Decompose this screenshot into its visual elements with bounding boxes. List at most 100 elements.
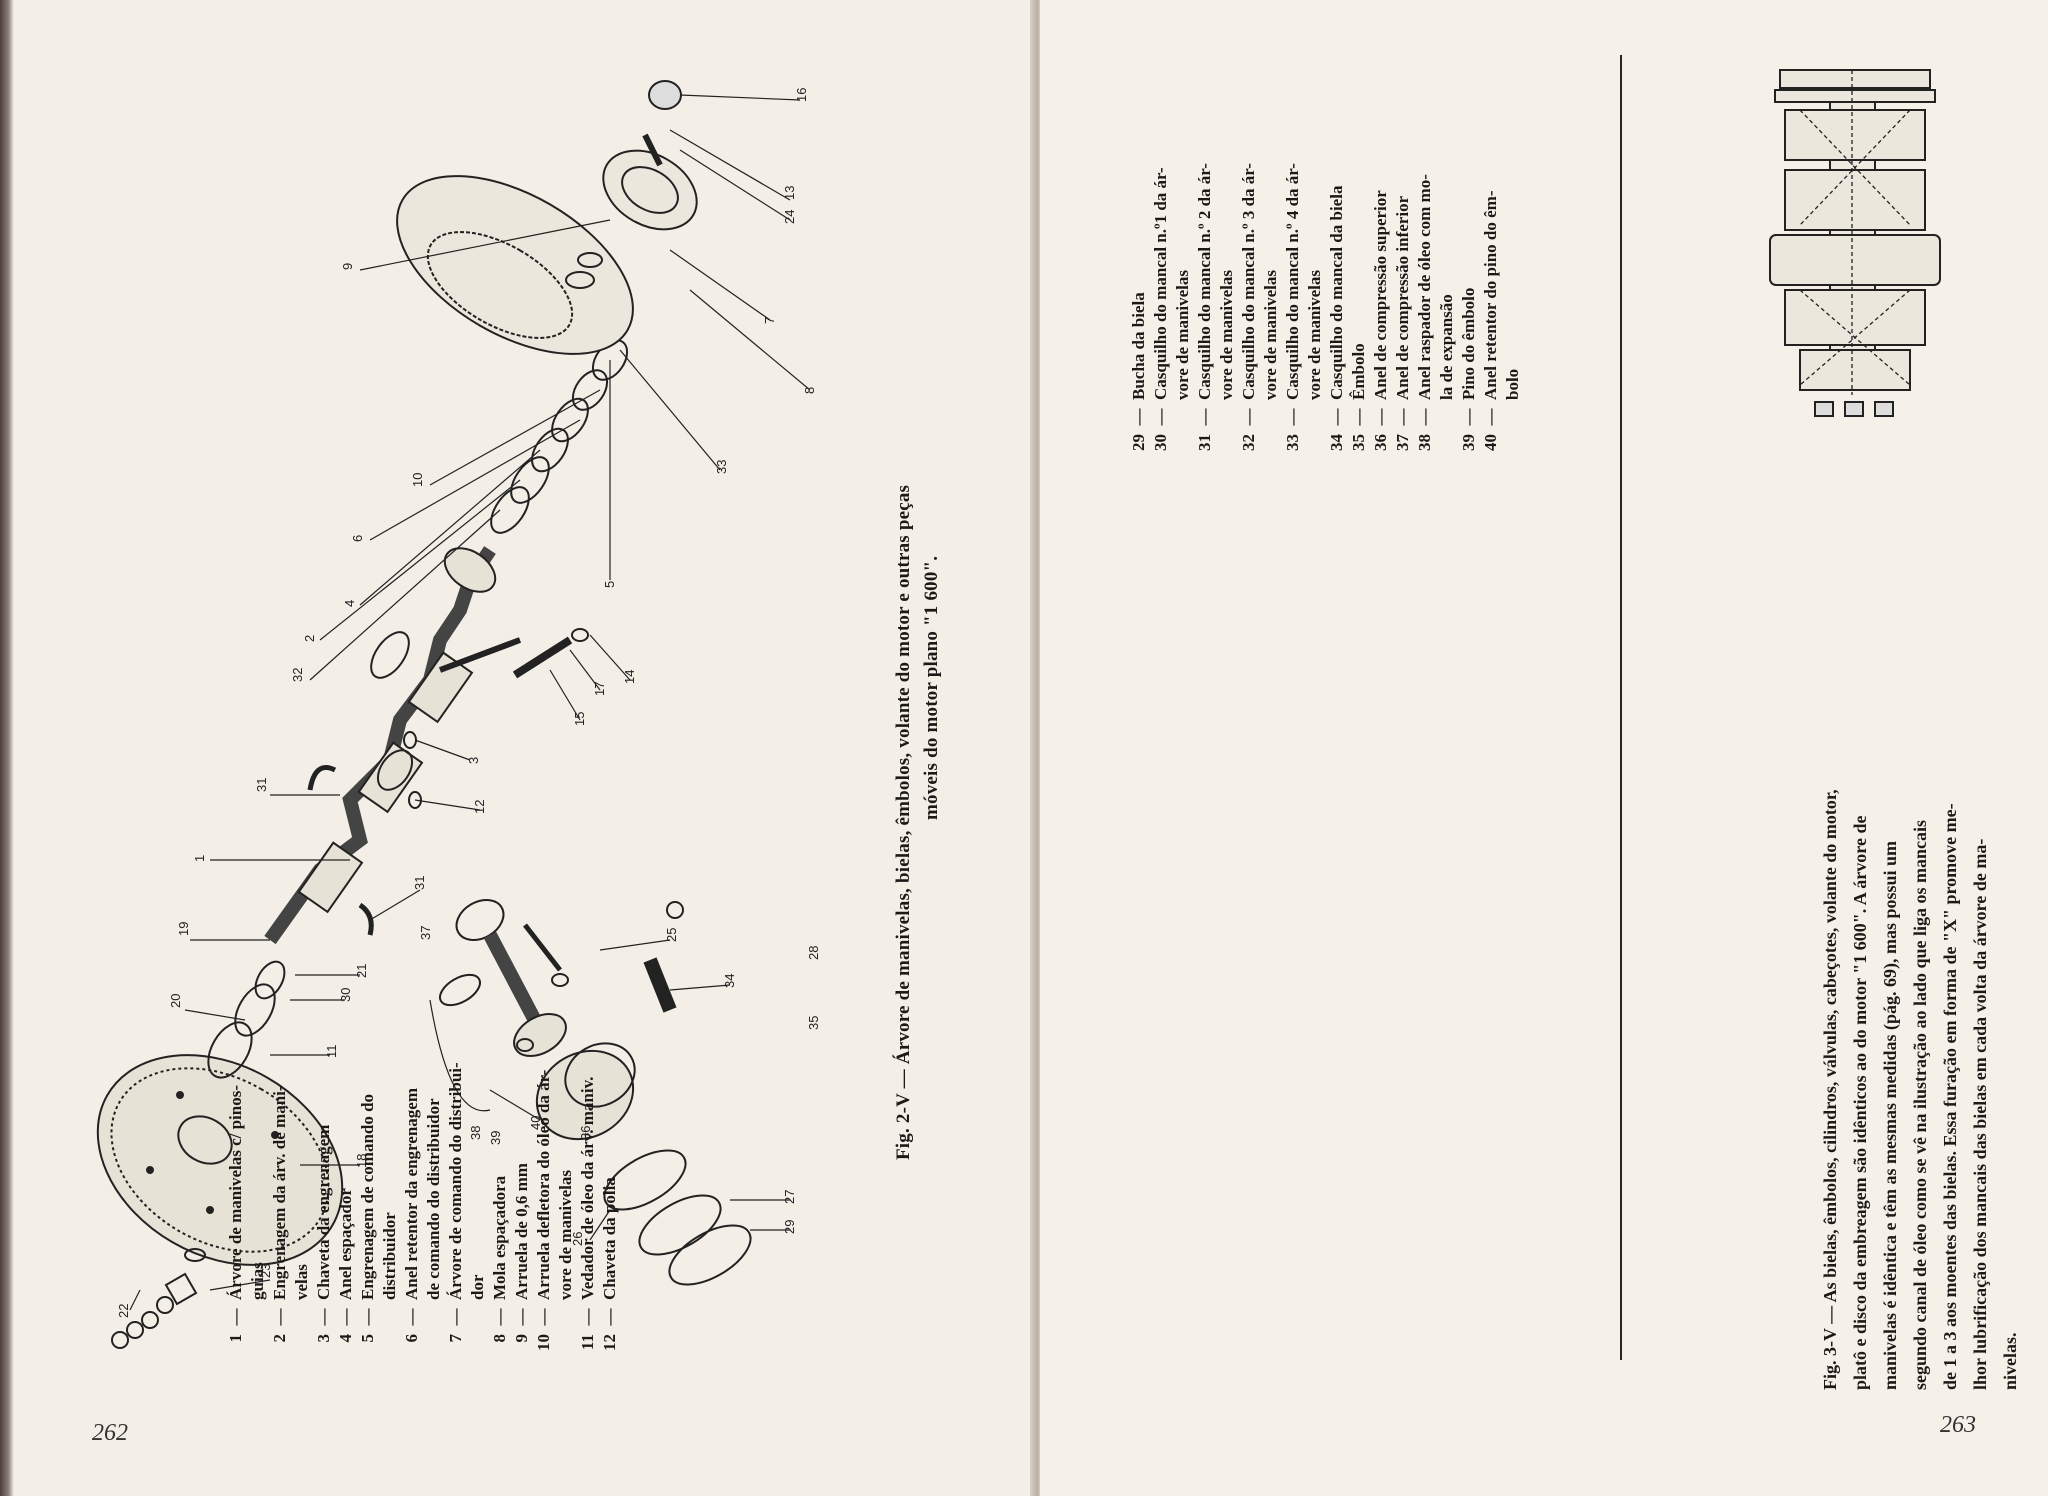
legend-item-text: Bucha da biela (1129, 292, 1148, 400)
callout-number: 21 (354, 964, 369, 978)
legend-dash: — (1195, 408, 1214, 426)
legend-item-text: Mola espaçadora (490, 1175, 509, 1300)
callout-number: 23 (258, 1264, 273, 1278)
callout-number: 3 (466, 757, 481, 764)
figure-3v-line: nivelas. (2000, 1332, 2020, 1390)
legend-item-number: 36 (1371, 434, 1390, 451)
legend-item-text: Anel retentor do pino do êm- (1481, 190, 1500, 400)
legend-item-number: 9 (512, 1334, 531, 1343)
legend-item-number: 6 (402, 1334, 421, 1343)
figure-3v-line: lhor lubrificação dos mancais das bielas… (1970, 838, 1990, 1390)
legend-item: 40—Anel retentor do pino do êm- (1480, 163, 1502, 460)
legend-item: 38—Anel raspador de óleo com mo- (1414, 163, 1436, 460)
legend-item-text: Anel raspador de óleo com mo- (1415, 174, 1434, 400)
callout-number: 10 (410, 473, 425, 487)
pulley-drawing (396, 80, 698, 355)
legend-item-text: Chaveta da polia (600, 1177, 619, 1300)
legend-item-text: Anel espaçador (336, 1188, 355, 1300)
legend-dash: — (336, 1308, 355, 1326)
legend-item-number: 2 (270, 1334, 289, 1343)
legend-item: 2—Engrenagem da árv. de mani- (269, 1062, 291, 1360)
legend-item-number: 12 (600, 1334, 619, 1351)
figure-3v-line: manivelas é idêntica e têm as mesmas med… (1880, 841, 1900, 1390)
callout-number: 30 (338, 988, 353, 1002)
page-number-right: 263 (1940, 1412, 1976, 1438)
legend-item: 8—Mola espaçadora (489, 1062, 511, 1360)
legend-item-number: 30 (1151, 434, 1170, 451)
callout-number: 12 (472, 800, 487, 814)
legend-item-continuation: bolo (1503, 368, 1522, 400)
figure-3v-line: de 1 a 3 aos moentes das bielas. Essa fu… (1940, 803, 1960, 1390)
legend-item-text: Anel de compressão superior (1371, 190, 1390, 400)
legend-item-number: 33 (1283, 434, 1302, 451)
legend-item-number: 34 (1327, 434, 1346, 451)
legend-item-text: Arruela defletora do óleo da ár- (534, 1069, 553, 1300)
legend-item: 29—Bucha da biela (1128, 163, 1150, 460)
legend-item-number: 37 (1393, 434, 1412, 451)
legend-dash: — (578, 1308, 597, 1326)
figure-3v-line: platô e disco da embreagem são idênticos… (1850, 815, 1870, 1390)
callout-number: 18 (354, 1154, 369, 1168)
legend-item: 31—Casquilho do mancal n.º 2 da ár- (1194, 163, 1216, 460)
piston-drawing (535, 901, 684, 1141)
legend-item-text: Engrenagem de comando do (358, 1093, 377, 1300)
legend-item-continuation: dor (468, 1274, 487, 1301)
legend-item: 39—Pino do êmbolo (1458, 163, 1480, 460)
legend-item-text: Anel de compressão inferior (1393, 195, 1412, 400)
page-number-left: 262 (92, 1420, 128, 1446)
callout-number: 24 (782, 210, 797, 224)
crankshaft-drawing (264, 546, 497, 945)
callout-number: 15 (572, 712, 587, 726)
legend-item: 30 — Casquilho do mancal n.º1 da ár- (1150, 163, 1172, 460)
callout-number: 37 (418, 926, 433, 940)
legend-dash: — (1129, 408, 1148, 426)
legend-item-continuation: vore de manivelas (1305, 269, 1324, 400)
legend-dash: — (1239, 408, 1258, 426)
exploded-parts-illustration: 2223182011193021131312313224610533879241… (96, 80, 821, 1349)
legend-item-text: Chaveta da engrenagem (314, 1124, 333, 1300)
legend-item-number: 39 (1459, 434, 1478, 451)
callout-numbers: 2223182011193021131312313224610533879241… (116, 88, 821, 1318)
legend-item-text: Pino do êmbolo (1459, 287, 1478, 400)
legend-item-number: 8 (490, 1334, 509, 1343)
callout-number: 26 (570, 1232, 585, 1246)
legend-item: 10—Arruela defletora do óleo da ár- (533, 1062, 555, 1360)
callout-number: 13 (782, 186, 797, 200)
legend-dash: — (1283, 408, 1302, 426)
legend-item-continuation: guias (248, 1262, 267, 1300)
legend-dash: — (1151, 408, 1170, 426)
callout-number: 2 (302, 635, 317, 642)
legend-item-text: Casquilho do mancal da biela (1327, 185, 1346, 400)
legend-item-number: 11 (578, 1334, 597, 1351)
callout-number: 39 (488, 1131, 503, 1145)
legend-dash: — (1393, 408, 1412, 426)
legend-item-number: 32 (1239, 434, 1258, 451)
callout-number: 19 (176, 922, 191, 936)
legend-item-text: Casquilho do mancal n.º1 da ár- (1151, 167, 1170, 400)
callout-number: 38 (468, 1126, 483, 1140)
callout-number: 35 (806, 1016, 821, 1030)
legend-item-text: Árvore de comando do distribui- (446, 1062, 465, 1300)
callout-number: 14 (622, 670, 637, 684)
legend-item-continuation: la de expansão (1437, 294, 1456, 400)
callout-number: 1 (192, 855, 207, 862)
legend-item-continuation: vore de manivelas (556, 1169, 575, 1300)
callout-number: 25 (664, 928, 679, 942)
legend-item: 36—Anel de compressão superior (1370, 163, 1392, 460)
legend-item: 1—Árvore de manivelas c/ pinos- (225, 1062, 247, 1360)
legend-item-text: Casquilho do mancal n.º 3 da ár- (1239, 163, 1258, 400)
callout-number: 22 (116, 1304, 131, 1318)
connecting-rod-drawing (439, 899, 569, 1057)
callout-number: 7 (762, 317, 777, 324)
legend-item: 32 — Casquilho do mancal n.º 3 da ár- (1238, 163, 1260, 460)
legend-dash: — (1349, 408, 1368, 426)
legend-item-text: Arruela de 0,6 mm (512, 1163, 531, 1300)
legend-item-number: 10 (534, 1334, 553, 1351)
legend-dash: — (1481, 408, 1500, 426)
legend-item: 9—Arruela de 0,6 mm (511, 1062, 533, 1360)
legend-item-continuation: de comando do distribuidor (424, 1098, 443, 1300)
